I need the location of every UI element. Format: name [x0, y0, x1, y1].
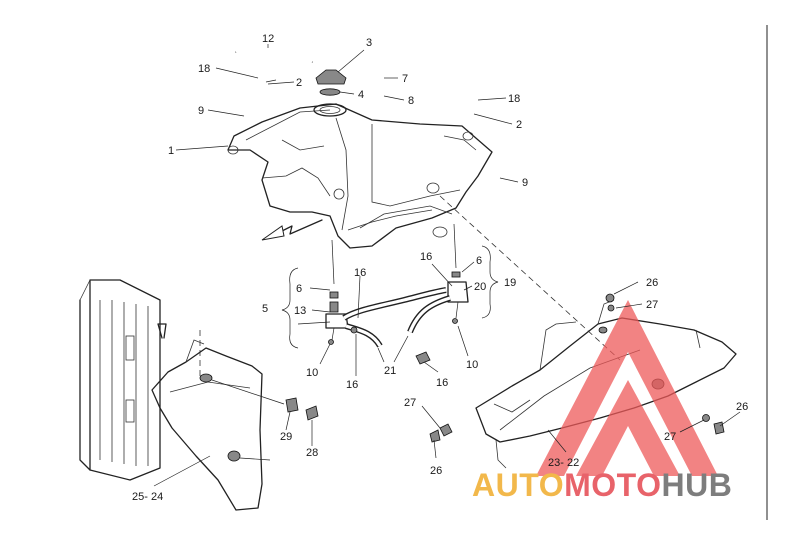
- callout-27: 27: [646, 299, 658, 311]
- callout-16: 16: [354, 267, 366, 279]
- watermark-word-moto: MOTO: [564, 467, 661, 503]
- callout-20: 20: [474, 281, 486, 293]
- callout-7: 7: [402, 73, 408, 85]
- callout-9: 9: [198, 105, 204, 117]
- callout-27: 27: [404, 397, 416, 409]
- watermark-word-auto: AUTO: [472, 467, 564, 503]
- callout-16: 16: [420, 251, 432, 263]
- callout-8: 8: [408, 95, 414, 107]
- group-brace-19: [481, 245, 499, 319]
- watermark-logo: [536, 300, 718, 476]
- shroud-fasteners-left: [285, 397, 319, 421]
- leader-lines: [153, 44, 741, 487]
- fuel-tap-right: [447, 223, 469, 324]
- callout-26: 26: [646, 277, 658, 289]
- callout-2: 2: [516, 119, 522, 131]
- callout-26: 26: [736, 401, 748, 413]
- callout-29: 29: [280, 431, 292, 443]
- callouts: 1 2 2 3 4 5 6 6 7 8 9 9 10 10 12 13 16 1…: [132, 33, 748, 503]
- callout-5: 5: [262, 303, 268, 315]
- watermark-word-hub: HUB: [661, 467, 732, 503]
- callout-18: 18: [198, 63, 210, 75]
- callout-23-22: 23- 22: [548, 457, 579, 469]
- left-radiator-shroud: [151, 339, 285, 511]
- watermark: [536, 300, 718, 476]
- callout-18: 18: [508, 93, 520, 105]
- callout-6: 6: [476, 255, 482, 267]
- direction-arrow: [261, 225, 285, 241]
- callout-1: 1: [168, 145, 174, 157]
- callout-6: 6: [296, 283, 302, 295]
- callout-19: 19: [504, 277, 516, 289]
- callout-28: 28: [306, 447, 318, 459]
- fuel-tank: [227, 103, 493, 249]
- callout-26: 26: [430, 465, 442, 477]
- callout-27: 27: [664, 431, 676, 443]
- fuel-hoses: [342, 287, 451, 365]
- callout-13: 13: [294, 305, 306, 317]
- filler-cap-assembly: [235, 45, 347, 96]
- watermark-text: AUTOMOTOHUB: [472, 467, 732, 503]
- callout-16: 16: [436, 377, 448, 389]
- callout-21: 21: [384, 365, 396, 377]
- callout-10: 10: [466, 359, 478, 371]
- radiator: [79, 279, 167, 481]
- fuel-tap-left: [325, 239, 349, 345]
- callout-9: 9: [522, 177, 528, 189]
- group-brace-5: [281, 267, 299, 349]
- callout-12: 12: [262, 33, 274, 45]
- callout-2: 2: [296, 77, 302, 89]
- callout-3: 3: [366, 37, 372, 49]
- callout-10: 10: [306, 367, 318, 379]
- callout-16: 16: [346, 379, 358, 391]
- callout-4: 4: [358, 89, 364, 101]
- callout-25-24: 25- 24: [132, 491, 163, 503]
